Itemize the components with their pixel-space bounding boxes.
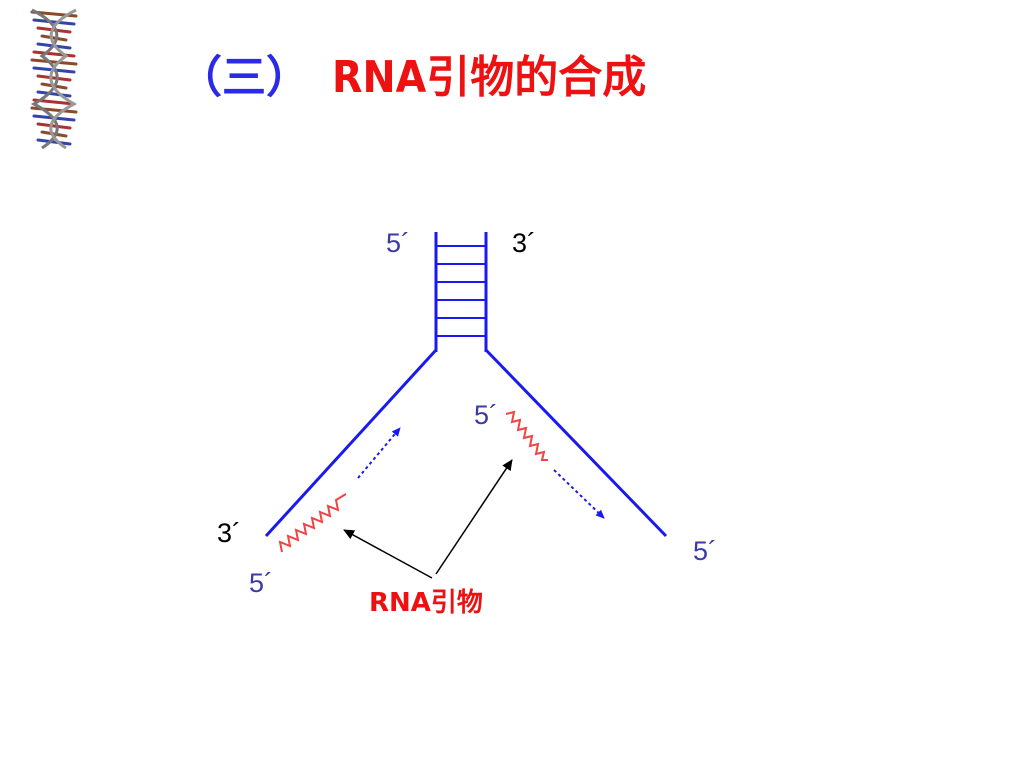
right-synthesis-arrow xyxy=(553,469,605,519)
label-right-strand-5prime: 5´ xyxy=(693,536,718,566)
page-title: （三）RNA引物的合成 xyxy=(178,56,646,100)
label-primer-5prime: 5´ xyxy=(474,400,499,430)
parental-duplex xyxy=(434,232,488,352)
title-numbering: （三） xyxy=(178,52,310,103)
pointer-arrow-right xyxy=(435,459,513,575)
label-left-primer-5prime: 5´ xyxy=(249,568,274,598)
label-left-strand-3prime: 3´ xyxy=(217,518,242,548)
right-template-strand xyxy=(484,348,668,538)
pointer-arrow-left xyxy=(343,529,433,579)
rna-primer-label: RNA引物 xyxy=(369,588,483,618)
right-rna-primer xyxy=(505,410,548,461)
left-template-strand xyxy=(264,348,438,538)
dna-helix-icon xyxy=(30,8,78,150)
title-text: RNA引物的合成 xyxy=(332,52,647,103)
label-top-left-5prime: 5´ xyxy=(386,228,411,258)
label-top-right-3prime: 3´ xyxy=(512,228,537,258)
left-synthesis-arrow xyxy=(357,427,401,479)
left-rna-primer xyxy=(278,493,347,553)
base-pair-rungs xyxy=(436,245,486,337)
